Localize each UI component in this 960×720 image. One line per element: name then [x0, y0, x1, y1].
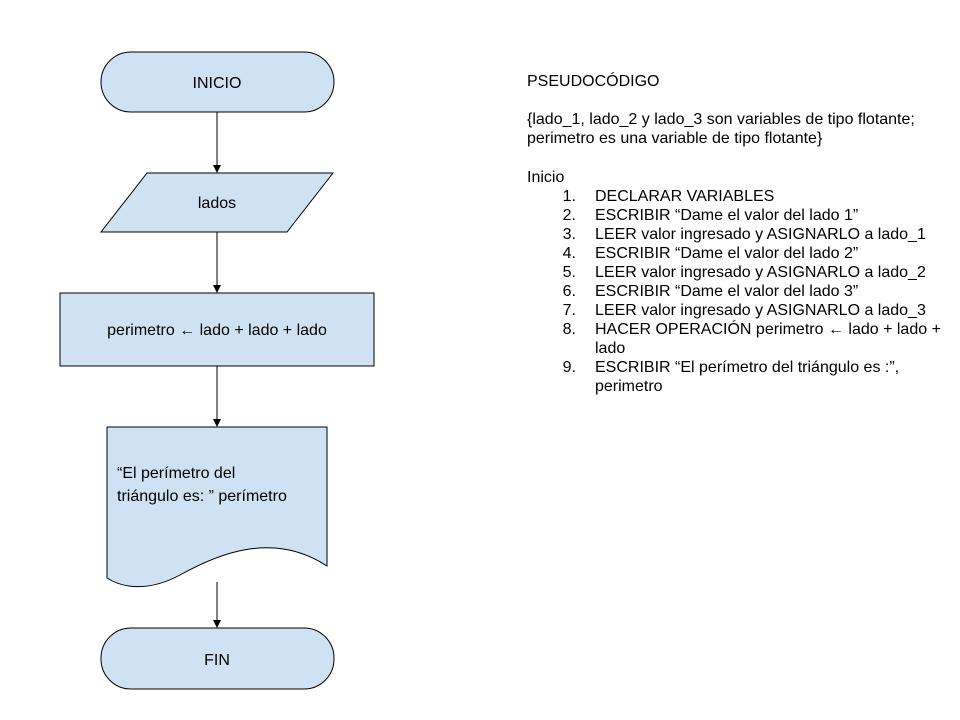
process-rectangle-shape: [59, 292, 375, 367]
step-number: 8.: [562, 321, 576, 338]
pseudocode-step: 2. ESCRIBIR “Dame el valor del lado 1”: [527, 206, 947, 225]
input-node: lados: [99, 172, 335, 233]
pseudocode-description: {lado_1, lado_2 y lado_3 son variables d…: [527, 111, 915, 147]
end-terminator-shape: [100, 627, 335, 690]
step-text: HACER OPERACIÓN perimetro ← lado + lado …: [595, 321, 941, 357]
process-node: perimetro ← lado + lado + lado: [59, 292, 375, 367]
pseudocode-start: Inicio: [527, 169, 565, 186]
step-number: 3.: [562, 226, 576, 243]
output-node-label-line1: “El perímetro del: [117, 465, 235, 482]
pseudocode-step: 1. DECLARAR VARIABLES: [527, 187, 947, 206]
process-node-label: perimetro ← lado + lado + lado: [107, 322, 327, 339]
step-number: 7.: [562, 302, 576, 319]
pseudocode-step: 9. ESCRIBIR “El perímetro del triángulo …: [527, 358, 947, 396]
start-node: INICIO: [100, 51, 335, 113]
pseudocode-steps: 1. DECLARAR VARIABLES 2. ESCRIBIR “Dame …: [527, 187, 947, 396]
input-parallelogram-shape: [99, 172, 335, 233]
pseudocode-step: 7. LEER valor ingresado y ASIGNARLO a la…: [527, 301, 947, 320]
start-node-label: INICIO: [193, 75, 242, 92]
output-node: “El perímetro del triángulo es: ” períme…: [106, 426, 328, 588]
step-text: ESCRIBIR “El perímetro del triángulo es …: [595, 359, 900, 395]
step-text: ESCRIBIR “Dame el valor del lado 2”: [595, 245, 859, 262]
end-node-label: FIN: [204, 652, 230, 669]
pseudocode-title: PSEUDOCÓDIGO: [527, 73, 660, 90]
step-number: 9.: [562, 359, 576, 376]
pseudocode-step: 6. ESCRIBIR “Dame el valor del lado 3”: [527, 282, 947, 301]
step-number: 5.: [562, 264, 576, 281]
pseudocode-panel: PSEUDOCÓDIGO {lado_1, lado_2 y lado_3 so…: [527, 72, 947, 396]
step-number: 1.: [562, 188, 576, 205]
pseudocode-step: 5. LEER valor ingresado y ASIGNARLO a la…: [527, 263, 947, 282]
pseudocode-step: 4. ESCRIBIR “Dame el valor del lado 2”: [527, 244, 947, 263]
input-node-label: lados: [198, 195, 236, 212]
step-text: LEER valor ingresado y ASIGNARLO a lado_…: [595, 264, 926, 281]
output-node-label-line2: triángulo es: ” perímetro: [117, 488, 287, 505]
pseudocode-step: 8. HACER OPERACIÓN perimetro ← lado + la…: [527, 320, 947, 358]
end-node: FIN: [100, 627, 335, 690]
pseudocode-step: 3. LEER valor ingresado y ASIGNARLO a la…: [527, 225, 947, 244]
step-text: LEER valor ingresado y ASIGNARLO a lado_…: [595, 226, 926, 243]
step-text: ESCRIBIR “Dame el valor del lado 3”: [595, 283, 859, 300]
step-number: 2.: [562, 207, 576, 224]
step-text: ESCRIBIR “Dame el valor del lado 1”: [595, 207, 859, 224]
step-text: DECLARAR VARIABLES: [595, 188, 775, 205]
step-number: 6.: [562, 283, 576, 300]
step-text: LEER valor ingresado y ASIGNARLO a lado_…: [595, 302, 926, 319]
step-number: 4.: [562, 245, 576, 262]
output-document-shape: [106, 426, 328, 588]
